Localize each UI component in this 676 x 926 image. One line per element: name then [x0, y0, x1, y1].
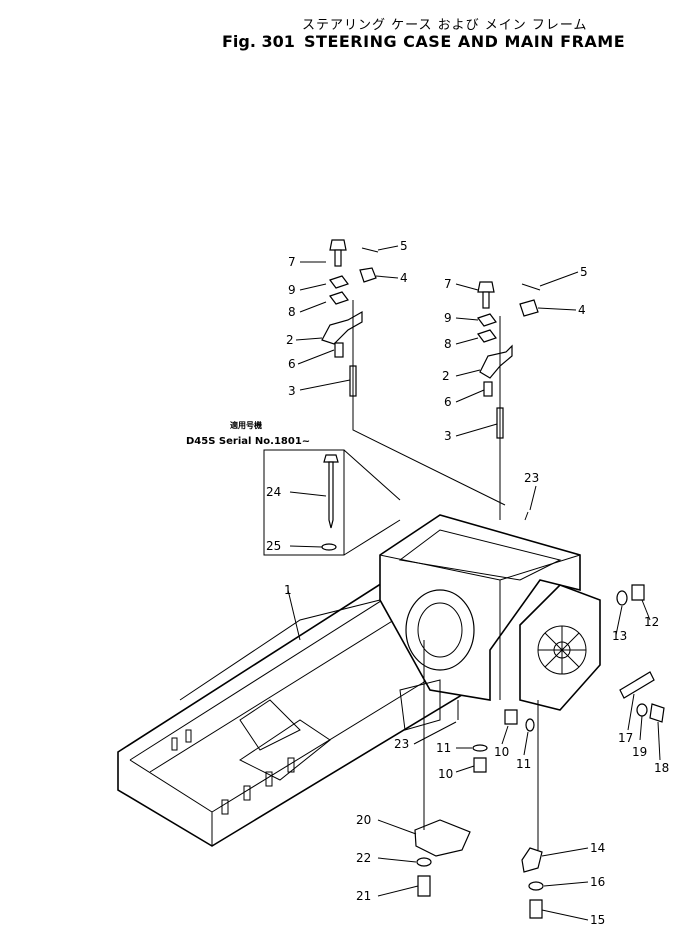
- callout-21: 21: [356, 889, 371, 903]
- callout-17: 17: [618, 731, 633, 745]
- callout-5b: 5: [580, 265, 588, 279]
- callout-18: 18: [654, 761, 669, 775]
- right-hanger-group: [477, 281, 541, 520]
- callout-12: 12: [644, 615, 659, 629]
- callout-24: 24: [266, 485, 281, 499]
- japanese-title: ステアリング ケース および メイン フレーム: [302, 18, 588, 33]
- figure-number: Fig. 301: [222, 32, 295, 51]
- callout-leaders: [287, 245, 661, 921]
- callout-14: 14: [590, 841, 605, 855]
- callout-15: 15: [590, 913, 605, 926]
- callout-13: 13: [612, 629, 627, 643]
- callout-4: 4: [400, 271, 408, 285]
- callout-labels: 1 2 2 3 3 4 4 5 5 6 6 7 7 8 8 9 9 10 10 …: [266, 239, 669, 926]
- callout-8: 8: [288, 305, 296, 319]
- callout-7b: 7: [444, 277, 452, 291]
- callout-23: 23: [524, 471, 539, 485]
- callout-2: 2: [286, 333, 294, 347]
- bottom-hardware: [414, 511, 665, 919]
- callout-20: 20: [356, 813, 371, 827]
- callout-2b: 2: [442, 369, 450, 383]
- callout-22: 22: [356, 851, 371, 865]
- callout-9: 9: [288, 283, 296, 297]
- figure-title: STEERING CASE AND MAIN FRAME: [304, 32, 626, 51]
- main-frame-drawing: [117, 514, 601, 847]
- applicability-inset: [263, 449, 401, 556]
- callout-1: 1: [284, 583, 292, 597]
- callout-16: 16: [590, 875, 605, 889]
- callout-6b: 6: [444, 395, 452, 409]
- callout-9b: 9: [444, 311, 452, 325]
- callout-10: 10: [494, 745, 509, 759]
- callout-4b: 4: [578, 303, 586, 317]
- callout-8b: 8: [444, 337, 452, 351]
- applicability-note-serial: D45S Serial No.1801~: [186, 436, 311, 447]
- callout-19: 19: [632, 745, 647, 759]
- callout-3b: 3: [444, 429, 452, 443]
- callout-6: 6: [288, 357, 296, 371]
- callout-11: 11: [436, 741, 451, 755]
- callout-25: 25: [266, 539, 281, 553]
- callout-23b: 23: [394, 737, 409, 751]
- callout-5: 5: [400, 239, 408, 253]
- left-hanger-group: [321, 239, 506, 506]
- callout-10b: 10: [438, 767, 453, 781]
- callout-3: 3: [288, 384, 296, 398]
- callout-7: 7: [288, 255, 296, 269]
- applicability-note-japanese: 適用号機: [230, 421, 262, 430]
- callout-11b: 11: [516, 757, 531, 771]
